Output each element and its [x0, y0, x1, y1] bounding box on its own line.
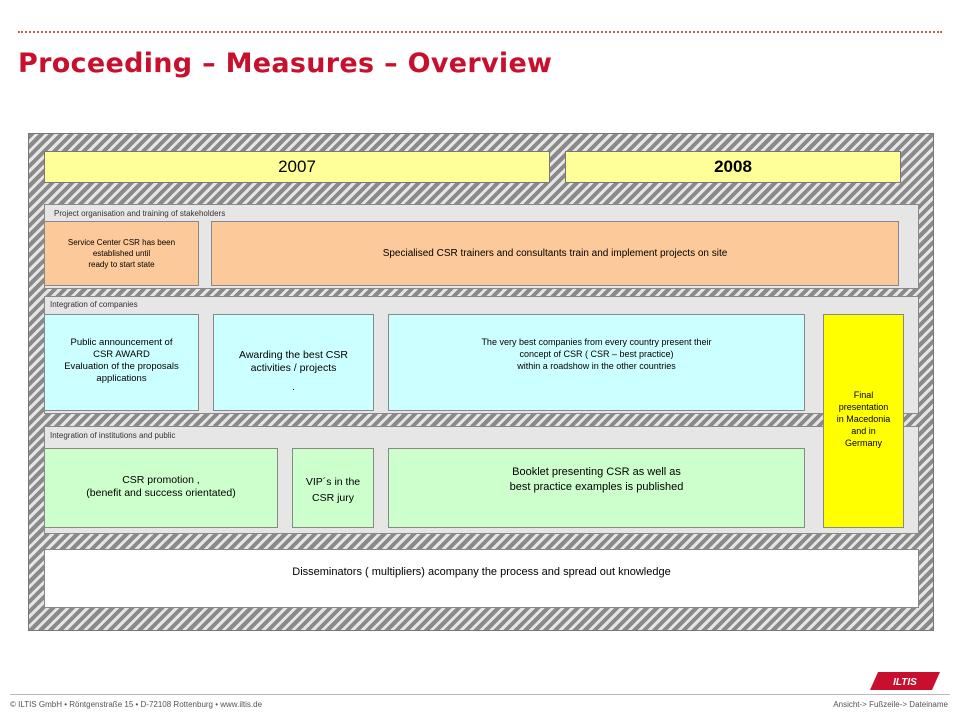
box-line: Public announcement of — [70, 337, 173, 348]
box-line: (benefit and success orientated) — [86, 487, 236, 499]
logo-text: ILTIS — [893, 677, 917, 688]
box-line: Final — [853, 390, 874, 400]
final-presentation-box: Final presentation in Macedonia and in G… — [823, 314, 904, 528]
box-line: presentation — [838, 402, 889, 412]
section-label: Project organisation and training of sta… — [54, 209, 226, 218]
footer-filename: Ansicht-> Fußzeile-> Dateiname — [833, 700, 948, 709]
box-line: CSR AWARD — [93, 349, 150, 360]
box-line: within a roadshow in the other countries — [517, 361, 676, 371]
section-label: Integration of companies — [50, 300, 138, 309]
box-line: Evaluation of the proposals — [64, 361, 179, 372]
box-line: in Macedonia — [836, 414, 891, 424]
awarding-box: Awarding the best CSR activities / proje… — [213, 314, 374, 411]
box-line: Disseminators ( multipliers) acompany th… — [292, 566, 671, 578]
footer-rule — [10, 694, 950, 695]
box-line: concept of CSR ( CSR – best practice) — [519, 349, 674, 359]
page-title: Proceeding – Measures – Overview — [18, 48, 553, 79]
top-dotted-rule — [18, 31, 942, 33]
best-companies-box: The very best companies from every count… — [388, 314, 805, 411]
year-label: 2007 — [278, 157, 316, 176]
trainers-box: Specialised CSR trainers and consultants… — [211, 221, 899, 286]
box-line: CSR promotion , — [122, 474, 200, 486]
box-line: and in — [851, 426, 876, 436]
box-line: best practice examples is published — [509, 481, 684, 493]
year-2007-header: 2007 — [44, 151, 550, 183]
box-line: Service Center CSR has been — [67, 238, 176, 247]
service-center-box: Service Center CSR has been established … — [44, 221, 199, 286]
box-line: . — [292, 381, 295, 393]
year-label: 2008 — [714, 157, 752, 176]
box-line: Booklet presenting CSR as well as — [512, 466, 681, 478]
box-line: ready to start state — [88, 260, 155, 269]
box-line: CSR jury — [311, 492, 354, 504]
box-line: activities / projects — [250, 362, 337, 374]
booklet-box: Booklet presenting CSR as well as best p… — [388, 448, 805, 528]
box-line: applications — [96, 373, 147, 384]
year-2008-header: 2008 — [565, 151, 901, 183]
box-line: established until — [92, 249, 151, 258]
csr-promotion-box: CSR promotion , (benefit and success ori… — [44, 448, 278, 528]
iltis-logo: ILTIS — [870, 672, 940, 690]
footer-address: © ILTIS GmbH • Röntgenstraße 15 • D-7210… — [10, 700, 263, 709]
box-line: Awarding the best CSR — [239, 349, 348, 361]
box-line: The very best companies from every count… — [481, 337, 712, 347]
disseminators-box: Disseminators ( multipliers) acompany th… — [44, 549, 919, 608]
box-line: Germany — [844, 438, 882, 448]
public-announcement-box: Public announcement of CSR AWARD Evaluat… — [44, 314, 199, 411]
section-label: Integration of institutions and public — [50, 431, 176, 440]
vip-jury-box: VIP´s in the CSR jury — [292, 448, 374, 528]
box-line: VIP´s in the — [305, 476, 361, 488]
box-line: Specialised CSR trainers and consultants… — [382, 248, 728, 259]
